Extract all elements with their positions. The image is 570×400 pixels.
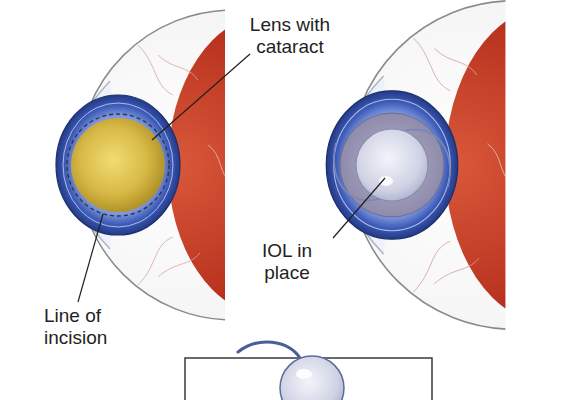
iol-optic bbox=[356, 129, 428, 201]
leader-line bbox=[152, 54, 250, 140]
iol-highlight bbox=[296, 369, 312, 379]
part-label: Lens with cataract bbox=[234, 14, 346, 59]
leader-line bbox=[78, 214, 103, 302]
iol-highlight bbox=[379, 176, 393, 186]
eyeball bbox=[326, 1, 570, 330]
incision-line bbox=[67, 114, 169, 216]
iol-optic bbox=[280, 356, 344, 400]
leader-lines bbox=[78, 54, 385, 302]
iol-haptic bbox=[238, 342, 300, 358]
part-label: IOL in place bbox=[242, 240, 332, 285]
iol-detail bbox=[185, 342, 432, 400]
eye-with-iol bbox=[326, 1, 570, 330]
leader-line bbox=[333, 178, 385, 238]
part-label: Line of incision bbox=[44, 305, 156, 350]
lens-capsule bbox=[340, 113, 444, 217]
cloudy-lens bbox=[71, 118, 165, 212]
